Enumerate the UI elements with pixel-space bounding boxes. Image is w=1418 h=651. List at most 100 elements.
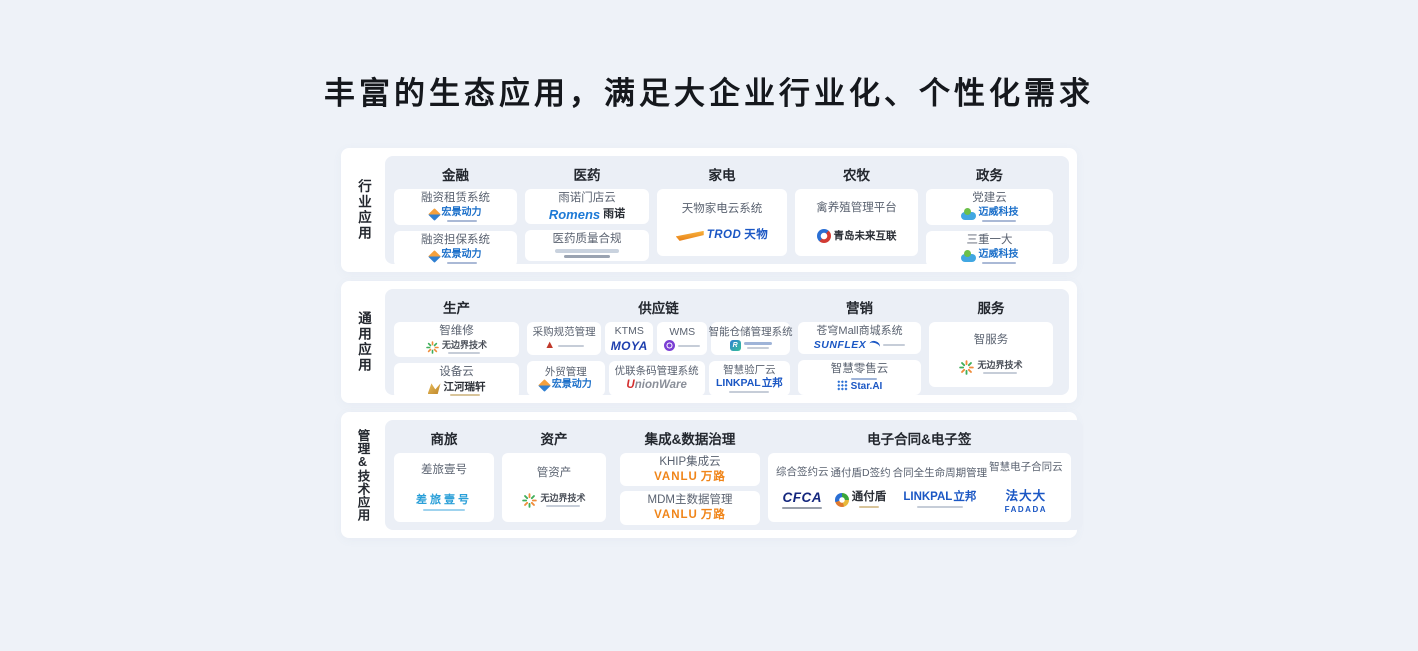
row-industry-apps: 行业应用 金融 融资租赁系统 宏景动力 融资担保系统: [341, 148, 1077, 272]
row-inner: 生产 智维修 无边界技术 设备云 江河瑞轩: [385, 289, 1069, 400]
row-label: 行业应用: [356, 179, 371, 241]
teal-square-icon: R: [729, 340, 741, 352]
logo-text-en: FADADA: [1004, 505, 1048, 515]
logo-text: 差旅壹号: [416, 493, 472, 506]
jiangherx-logo: 江河瑞轩: [427, 380, 486, 397]
logo-bar: [555, 248, 619, 253]
logo-subtext-bar: [558, 344, 585, 347]
chailv-yihao-logo: 差旅壹号: [416, 491, 472, 511]
diamond-icon: [427, 250, 441, 263]
logo-text: 迈威科技: [978, 248, 1019, 260]
column-header: 政务: [976, 168, 1003, 183]
fadada-logo: 法大大 FADADA: [1005, 485, 1047, 514]
logo-text-cn: 万路: [700, 470, 726, 483]
logo-subtext-bar: [423, 508, 465, 511]
app-card: 外贸管理 宏景动力: [527, 360, 605, 396]
row-inner: 商旅 差旅壹号 差旅壹号 资产 管资产: [385, 420, 1083, 530]
app-title: 通付盾D签约: [830, 467, 891, 480]
app-title: 设备云: [439, 365, 474, 378]
column-agriculture: 农牧 禽养殖管理平台 青岛未来互联: [795, 160, 918, 256]
starburst-icon: [426, 340, 439, 354]
column-service: 服务 智服务 无边界技术: [929, 293, 1053, 387]
logo-text: 宏景动力: [441, 248, 482, 260]
logo-bar: [564, 254, 610, 258]
logo-bar: [743, 342, 772, 346]
column-production: 生产 智维修 无边界技术 设备云 江河瑞轩: [394, 293, 519, 400]
app-card: WMS: [657, 322, 708, 355]
column-header: 供应链: [638, 301, 679, 316]
app-title: 智慧电子合同云: [989, 460, 1063, 473]
trod-logo: TROD 天物: [675, 230, 769, 242]
starburst-icon: [959, 360, 975, 376]
cfca-logo: CFCA: [782, 490, 823, 510]
app-card: 智能仓储管理系统 R: [708, 322, 793, 355]
gold-mark-icon: [427, 383, 441, 395]
vanlu-logo: VANLU 万路: [654, 470, 726, 484]
app-title: 雨诺门店云: [558, 192, 616, 204]
logo-subtext-bar: [446, 261, 477, 264]
app-card-wide: 综合签约云 CFCA 通付盾D签约 通付盾: [768, 453, 1071, 522]
app-title: 智慧零售云: [830, 362, 889, 375]
cloud-icon: [960, 250, 976, 263]
column-integration-data: 集成&数据治理 KHIP集成云 VANLU 万路 MDM主数据管理 VANLU: [620, 424, 760, 525]
app-title: 差旅壹号: [421, 464, 467, 477]
wubianjie-logo: 无边界技术: [959, 360, 1023, 376]
app-title: 智能仓储管理系统: [708, 325, 793, 338]
app-title: 智服务: [973, 333, 1009, 346]
logo-text: 无边界技术: [977, 360, 1023, 371]
column-pharma: 医药 雨诺门店云 Romens 雨诺 医药质量合规: [525, 160, 649, 261]
wubianjie-logo: 无边界技术: [426, 340, 487, 354]
wing-swoosh-icon: [675, 230, 704, 241]
swoosh-arc-icon: [868, 339, 882, 352]
logo-bar: [850, 378, 877, 381]
logo-subtext-bar: [916, 505, 963, 508]
logo-subtext-bar: [981, 219, 1016, 222]
maiwei-logo: 迈威科技: [960, 248, 1019, 264]
app-title: 融资担保系统: [421, 233, 490, 246]
row-inner: 金融 融资租赁系统 宏景动力 融资担保系统 宏景动力: [385, 156, 1069, 267]
app-title: 融资租赁系统: [421, 192, 490, 204]
column-econtract-esign: 电子合同&电子签 综合签约云 CFCA 通付盾D签约: [768, 424, 1071, 522]
sunflex-logo: SUNFLEX: [814, 339, 906, 352]
app-title: 三重一大: [966, 233, 1013, 246]
column-business-travel: 商旅 差旅壹号 差旅壹号: [394, 424, 494, 522]
logo-subtext-bar: [782, 507, 823, 510]
logo-text: Star.AI: [850, 381, 883, 393]
logo-text-cn: 法大大: [1005, 489, 1047, 504]
triangle-icon: ▲: [544, 339, 556, 352]
column-header: 家电: [708, 168, 736, 183]
logo-subtext-bar: [982, 372, 1017, 375]
logo-subtext-bar: [859, 505, 880, 508]
logo-subtext-bar: [678, 344, 701, 347]
logo-subtext-bar: [446, 219, 477, 222]
logo-text: 宏景动力: [441, 206, 482, 218]
column-marketing: 营销 苍穹Mall商城系统 SUNFLEX 智慧零售云: [798, 293, 921, 396]
romens-logo: Romens 雨诺: [549, 208, 625, 221]
app-card: 苍穹Mall商城系统 SUNFLEX: [798, 322, 921, 354]
app-card: 党建云 迈威科技: [926, 189, 1053, 225]
logo-text-en: VANLU: [654, 509, 698, 522]
logo-subtext-bar: [883, 344, 906, 347]
logo-text: 青岛未来互联: [833, 229, 897, 242]
logo-text: 江河瑞轩: [443, 380, 486, 393]
swirl-globe-icon: [816, 228, 831, 243]
column-header: 金融: [442, 168, 469, 183]
app-card: MDM主数据管理 VANLU 万路: [620, 491, 760, 525]
app-title: 综合签约云: [776, 465, 829, 478]
app-card: 智维修 无边界技术: [394, 322, 519, 357]
starburst-icon: [522, 493, 538, 509]
logo-subtext-bar: [729, 390, 770, 393]
dot-grid-icon: [836, 379, 848, 391]
logo-text: 宏景动力: [551, 379, 592, 391]
logo-text-cn: 雨诺: [603, 207, 626, 220]
column-finance: 金融 融资租赁系统 宏景动力 融资担保系统 宏景动力: [394, 160, 517, 267]
vanlu-logo: VANLU 万路: [654, 510, 726, 522]
app-title: 管资产: [536, 466, 572, 479]
logo-subtext-bar: [746, 347, 769, 350]
column-supply-chain: 供应链 采购规范管理 ▲ KTMS M: [527, 293, 793, 396]
column-header: 服务: [977, 301, 1005, 316]
